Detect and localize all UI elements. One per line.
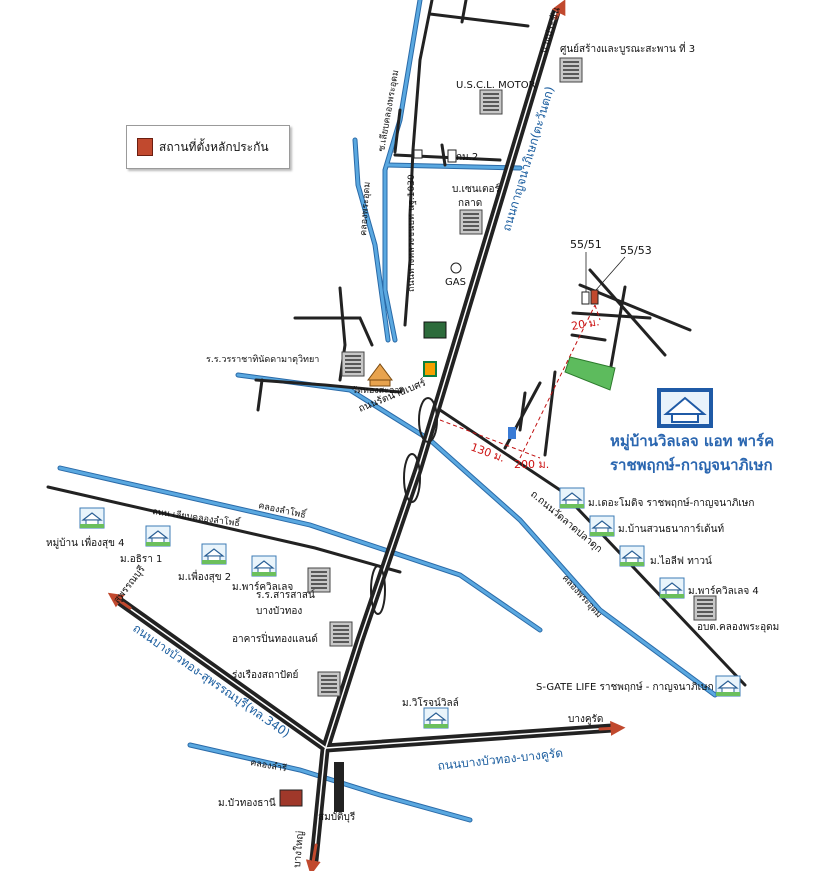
temple-icon: [367, 363, 393, 387]
village-icon-park-village: [251, 555, 277, 577]
sign-icon: [423, 321, 447, 339]
village-icon-phueang-suk-4: [79, 507, 105, 529]
bridge-center-icon: [559, 57, 583, 83]
obt-building-icon: [693, 595, 717, 621]
canal-label-phra-udom-right: คลองพระอุดม: [560, 573, 604, 620]
project-name-line2: ราชพฤกษ์-กาญจนาภิเษก: [610, 456, 773, 474]
label-village-sgate: S-GATE LIFE ราชพฤกษ์ - กาญจนาภิเษก: [536, 681, 714, 693]
uscl-building-icon: [479, 89, 503, 115]
village-icon-suan-thana: [589, 515, 615, 537]
road-label-to-bangkhurat: บางคูรัด: [568, 714, 603, 725]
label-school-sarasas: ร.ร.สารสาสน์: [256, 589, 315, 601]
property-area: [564, 356, 616, 391]
label-village-park-village: ม.พาร์ควิลเลจ: [232, 581, 293, 593]
project-logo: [657, 388, 713, 428]
label-village-wirot: ม.วิโรจน์วิลล์: [402, 696, 459, 709]
label-center-market: บ.เซนเตอร์: [452, 183, 500, 195]
interchange: [370, 397, 438, 615]
road-label-to-suphan: สุพรรณบุรี: [111, 563, 148, 606]
village-icon-park-ville-4: [659, 577, 685, 599]
road-label-1030: ถนนทางหลวงชนบท นฐ.1030: [407, 174, 417, 292]
legend-label: สถานที่ตั้งหลักประกัน: [159, 139, 269, 154]
village-icon-phueang-suk-2: [201, 543, 227, 565]
canal-label-phra-udom-left: คลองพระอุดม: [359, 181, 373, 236]
label-school-raj: ร.ร.วรราชาทินัดดามาตุวิทยา: [206, 354, 319, 365]
village-icon-the-cosmo: [559, 487, 585, 509]
major-roads: [107, 0, 626, 871]
village-icon-wirot: [423, 707, 449, 729]
village-icon-athira-1: [145, 525, 171, 547]
label-village-phueang-suk-4: หมู่บ้าน เพื่องสุข 4: [46, 535, 125, 549]
canal-label-lam-ri: คลองลำรี: [249, 757, 287, 774]
project-name-line1: หมู่บ้านวิลเลจ แอท พาร์ค: [610, 432, 774, 451]
small-square-icon: [413, 149, 423, 159]
label-sompat: สมบัติบุรี: [318, 811, 356, 823]
road-label-bangbuathong-bangkhurat: ถนนบางบัวทอง-บางคูรัด: [437, 746, 564, 774]
map-legend: สถานที่ตั้งหลักประกัน: [126, 125, 290, 169]
village-icon-the-life: [619, 545, 645, 567]
label-wat-thong: วัดทองสะอาด: [352, 386, 405, 396]
label-village-athira-1: ม.อธิรา 1: [120, 554, 162, 565]
small-blue-marker: [508, 427, 516, 439]
dimension-lines: [439, 304, 601, 459]
label-bridge-center: ศูนย์สร้างและบูรณะสะพาน ที่ 3: [560, 41, 695, 55]
distance-200m: 200 ม.: [514, 458, 549, 471]
label-plot-right: 55/53: [620, 244, 652, 257]
label-gas: GAS: [445, 277, 466, 288]
distance-20m: 20 ม.: [570, 315, 600, 333]
seven-eleven-icon: [423, 361, 437, 377]
legend-swatch: [137, 138, 153, 156]
label-rung-rueang: รุ่งเรืองสถาปัตย์: [232, 669, 298, 681]
label-bua-thong-thani: ม.บัวทองธานี: [218, 797, 276, 809]
label-village-the-life: ม.ไอลีฟ ทาวน์: [650, 555, 712, 567]
minor-roads: [46, 0, 747, 687]
bua-thong-thani-icon: [279, 789, 303, 807]
building-land-icon: [329, 621, 353, 647]
school-building-icon: [341, 351, 365, 377]
label-km2: กม.2: [456, 152, 478, 163]
label-village-suan-thana: ม.บ้านสวนธนาการ์เด้นท์: [618, 523, 724, 535]
label-uscl: U.S.C.L. MOTOR: [456, 80, 536, 91]
label-plot-left: 55/51: [570, 238, 602, 251]
label-village-the-cosmo: ม.เดอะโมดิจ ราชพฤกษ์-กาญจนาภิเษก: [588, 496, 754, 509]
market-building-icon: [459, 209, 483, 235]
label-market: กลาด: [458, 198, 482, 209]
label-village-park-ville-4: ม.พาร์ควิลเลจ 4: [688, 585, 759, 597]
school-sarasas-icon: [307, 567, 331, 593]
distance-130m: 130 ม.: [469, 441, 507, 465]
plot-marker-left: [581, 291, 590, 305]
gas-icon: [450, 262, 462, 274]
plot-leader-right: [595, 256, 626, 291]
tower-icon: [334, 762, 344, 812]
label-building-land: อาคารปิ่นทองแลนด์: [232, 631, 318, 645]
village-icon-sgate: [715, 675, 741, 697]
label-bang-bua-thong: บางบัวทอง: [256, 606, 302, 617]
label-obt: อบต.คลองพระอุดม: [697, 622, 779, 633]
label-village-phueang-suk-2: ม.เพื่องสุข 2: [178, 569, 231, 583]
rung-rueang-icon: [317, 671, 341, 697]
road-label-bang-yai: บางใหญ่: [291, 831, 306, 869]
km-post-icon: [447, 149, 457, 163]
plot-marker-right: [590, 289, 599, 305]
